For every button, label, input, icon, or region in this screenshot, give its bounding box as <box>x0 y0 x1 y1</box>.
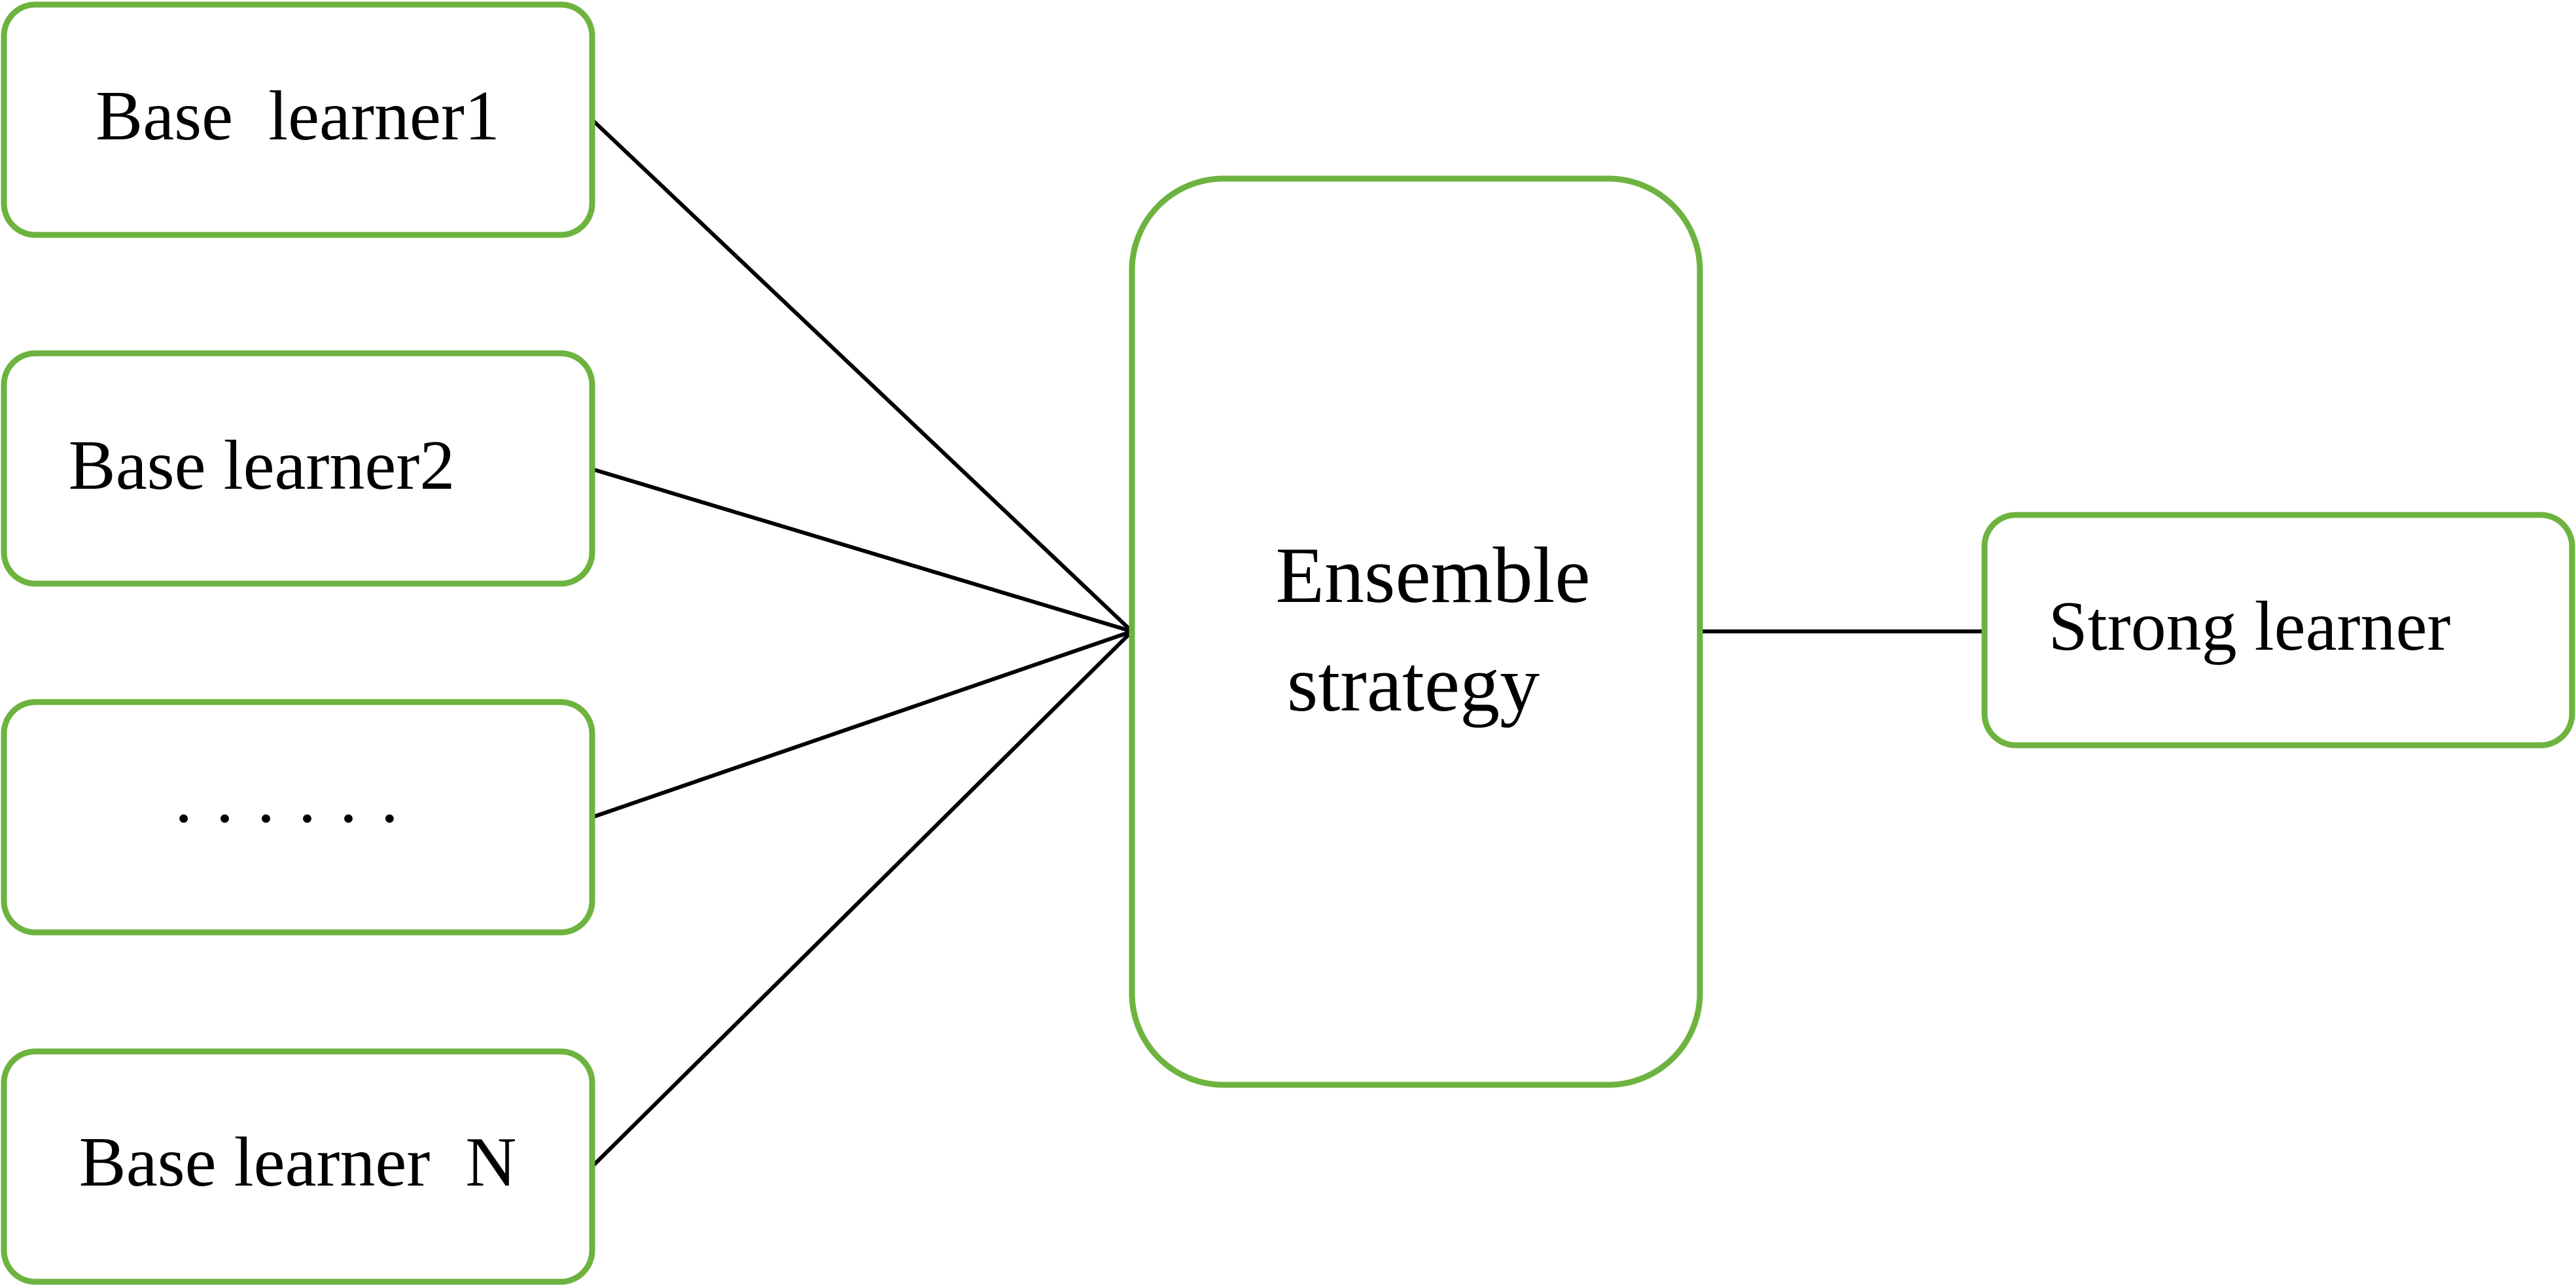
base-learner-label-2: Base learner2 <box>69 427 455 504</box>
ensemble-strategy-label-line2: strategy <box>1287 640 1540 728</box>
base-learner-label-ellipsis: · · · · · · <box>172 780 402 858</box>
strong-learner-box <box>1981 512 2575 749</box>
base-learner-label-n: Base learner N <box>79 1123 517 1201</box>
edge-base-learner-n-to-ensemble <box>590 629 1134 1169</box>
base-learner-node-1: Base learner1 <box>1 1 595 238</box>
base-learner-box-ellipsis <box>1 699 595 936</box>
base-learner-node-ellipsis: · · · · · · <box>1 699 595 936</box>
strong-learner-label: Strong learner <box>2049 588 2451 665</box>
base-learner-box-n <box>1 1048 595 1285</box>
edge-base-learner-1-to-ensemble <box>590 118 1134 633</box>
base-learner-node-2: Base learner2 <box>1 350 595 587</box>
edges <box>590 118 1985 1169</box>
edge-base-learner-2-to-ensemble <box>591 467 1133 633</box>
base-learner-box-2 <box>1 350 595 587</box>
ensemble-strategy-box <box>1129 175 1703 1088</box>
strong-learner-node: Strong learner <box>1981 512 2575 749</box>
base-learner-box-1 <box>1 1 595 238</box>
base-learner-label-1: Base learner1 <box>96 77 500 155</box>
base-learner-node-n: Base learner N <box>1 1048 595 1285</box>
ensemble-strategy-label-line1: Ensemble <box>1275 531 1590 620</box>
ensemble-strategy-node: Ensemble strategy <box>1129 175 1703 1088</box>
edge-ellipsis-to-ensemble <box>591 629 1133 819</box>
